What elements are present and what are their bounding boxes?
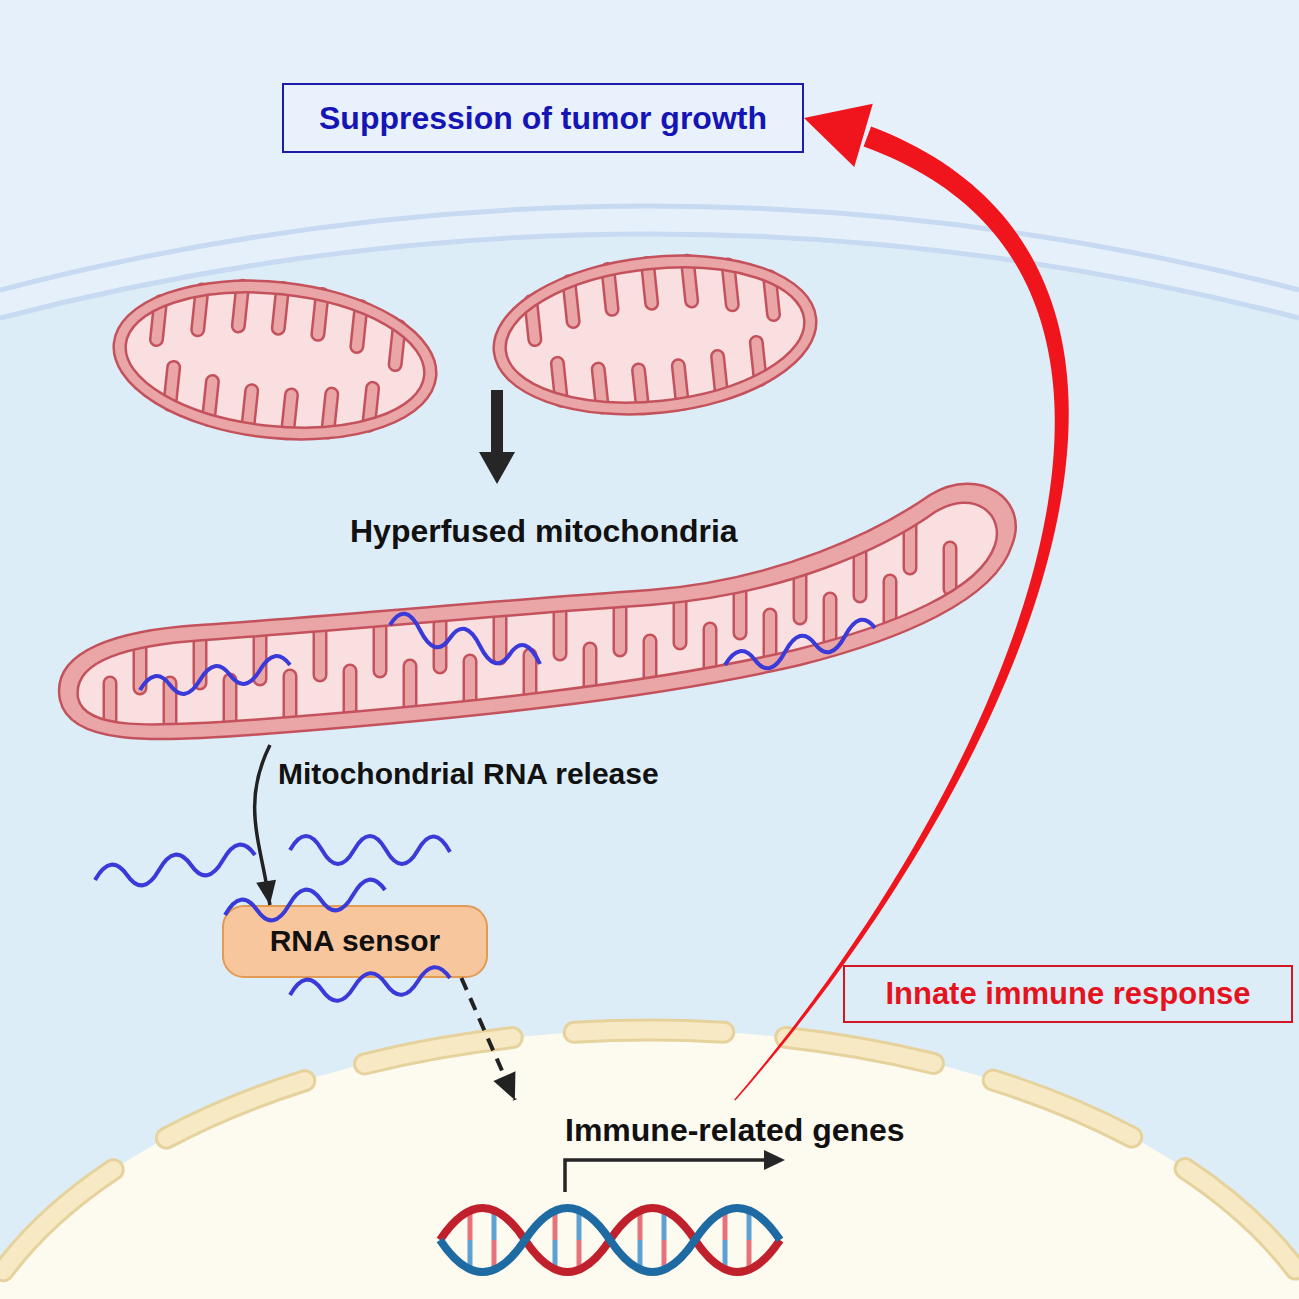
base-pair [638,1240,643,1268]
nuclear-envelope [0,1030,1299,1299]
transcription-arrowhead [764,1150,785,1170]
mitochondrial-rna [140,656,290,694]
arrowhead [256,880,276,905]
arrowhead [493,1071,515,1100]
base-pair [492,1240,497,1268]
dna-strand [440,1208,780,1272]
node-text: Immune-related genes [565,1112,905,1149]
nuclear-envelope [0,1030,1299,1299]
node-text: Hyperfused mitochondria [350,513,738,550]
outcome-box: Suppression of tumor growth [282,83,804,153]
base-pair [638,1212,643,1240]
sensor-box: RNA sensor [222,905,488,978]
connector [255,745,276,905]
base-pair [662,1240,667,1268]
rna-strand [95,845,255,886]
text-wrap: Innate immune response [845,967,1291,1021]
mitochondrion [486,240,825,429]
dna-strand [440,1208,780,1272]
nucleus [0,1030,1299,1299]
mitochondrion-membrane [106,265,445,454]
text-wrap: RNA sensor [224,907,486,976]
mitochondrion-membrane [486,240,825,429]
mitochondrion [106,265,445,454]
text-wrap: Suppression of tumor growth [284,85,802,151]
connector [461,978,515,1100]
mitochondrial-rna [390,614,540,664]
base-pair [577,1240,582,1268]
base-pair [553,1212,558,1240]
edge-label: Mitochondrial RNA release [278,757,659,792]
base-pair [468,1212,473,1240]
connector-line [461,978,514,1100]
base-pair [662,1212,667,1240]
dna-helix [440,1208,780,1272]
connector [734,104,1068,1101]
connector-shaft [734,126,1068,1100]
mitochondrial-rna [725,620,875,669]
base-pair [577,1212,582,1240]
rna-strand [225,880,385,921]
transcription-arrow [565,1160,768,1192]
response-box: Innate immune response [843,965,1293,1023]
mitochondrion-node: Hyperfused mitochondria [50,460,1025,745]
node-text: RNA sensor [270,924,441,959]
base-pair [747,1212,752,1240]
arrowhead [804,104,873,167]
gene-region: Immune-related genes [440,1100,960,1290]
node-text: Innate immune response [885,976,1250,1012]
node-text: Suppression of tumor growth [319,100,767,137]
fusion-arrow [479,390,515,484]
base-pair [492,1212,497,1240]
base-pair [723,1240,728,1268]
connector-line [255,745,270,905]
base-pair [723,1212,728,1240]
base-pair [747,1240,752,1268]
base-pair [553,1240,558,1268]
base-pair [468,1240,473,1268]
hyperfused-mitochondrion [59,484,1016,739]
rna-strand [290,836,450,864]
rna-strand [290,967,450,1001]
mitochondrion-membrane [59,484,1016,739]
